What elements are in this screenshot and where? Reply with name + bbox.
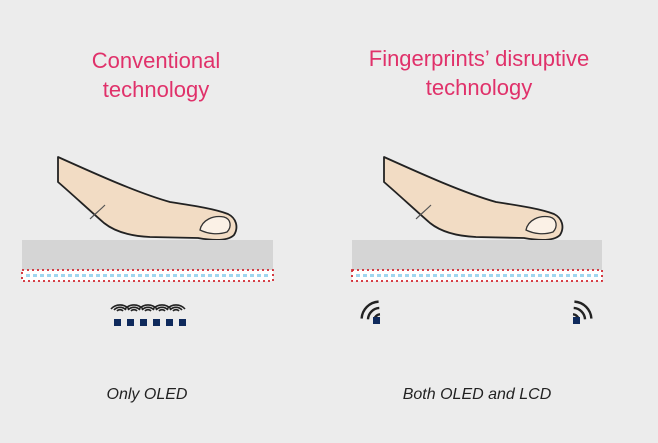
title-line: technology [425, 75, 533, 100]
cover-glass [352, 240, 602, 270]
sensor-array [110, 304, 186, 326]
title-line: Fingerprints’ disruptive [368, 46, 590, 71]
finger-icon [57, 156, 238, 241]
sensor-square-icon [573, 317, 580, 324]
sensor-square-icon [166, 319, 173, 326]
finger-icon [383, 156, 564, 241]
sensor-right [572, 300, 593, 324]
wifi-signal-icon [360, 300, 381, 321]
sensor-square-icon [373, 317, 380, 324]
panel-right-title: Fingerprints’ disruptive technology [326, 44, 632, 102]
cover-glass [22, 240, 273, 270]
panel-right [351, 156, 603, 324]
sensor-square-icon [140, 319, 147, 326]
sensor-square-icon [179, 319, 186, 326]
sensor-square-icon [114, 319, 121, 326]
panel-right-caption: Both OLED and LCD [402, 386, 552, 403]
title-line: technology [102, 77, 210, 102]
panel-left-caption: Only OLED [106, 386, 188, 403]
panel-left-title: Conventional technology [20, 46, 292, 104]
sensor-square-icon [153, 319, 160, 326]
sensor-square-icon [127, 319, 134, 326]
sensor-left [360, 300, 381, 324]
panel-left [21, 156, 274, 326]
wifi-signal-icon [572, 300, 593, 321]
title-line: Conventional [91, 48, 221, 73]
